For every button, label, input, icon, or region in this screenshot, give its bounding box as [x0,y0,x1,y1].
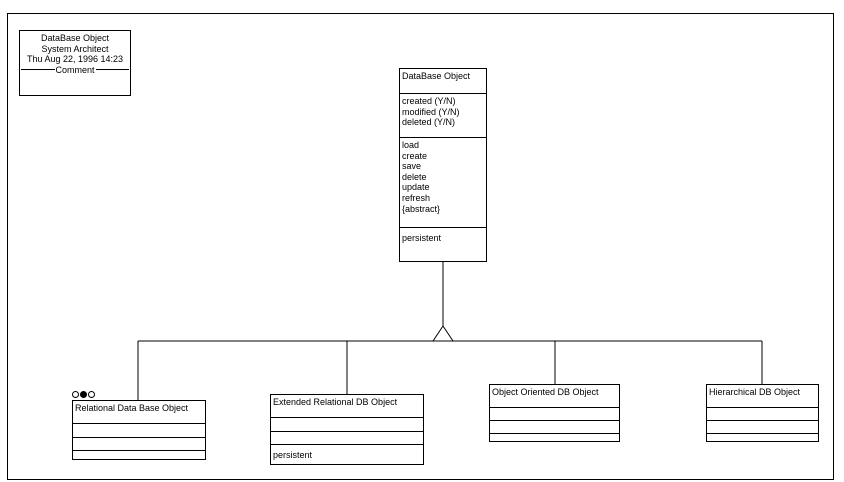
operations-section [271,431,423,444]
attributes-section [73,423,205,437]
class-name: Relational Data Base Object [75,403,189,413]
properties-section [707,433,818,445]
property: persistent [402,233,442,243]
attribute: modified (Y/N) [402,106,460,117]
attribute: deleted (Y/N) [402,117,456,128]
class-object-oriented-db-object[interactable]: Object Oriented DB Object [489,384,620,442]
filled-circle-icon [80,391,87,398]
diagram-info-box: DataBase Object System Architect Thu Aug… [19,30,131,96]
empty-circle-icon [88,391,95,398]
class-name: Extended Relational DB Object [273,397,398,407]
operation: save [402,161,422,172]
diagram-timestamp: Thu Aug 22, 1996 14:23 [26,54,124,64]
attributes-section: created (Y/N) modified (Y/N) deleted (Y/… [400,93,486,137]
empty-circle-icon [72,391,79,398]
attributes-section [707,407,818,420]
class-name: Hierarchical DB Object [709,387,801,397]
operations-section [707,420,818,433]
operation: {abstract} [402,203,441,214]
class-relational-data-base-object[interactable]: Relational Data Base Object [72,400,206,460]
comment-divider: Comment [20,65,130,76]
properties-section: persistent [400,227,486,265]
multiplicity-indicator [72,391,95,398]
operation: create [402,150,428,161]
properties-section [490,433,619,445]
operation: load [402,140,420,150]
operations-section: load create save delete update refresh {… [400,137,486,227]
class-database-object[interactable]: DataBase Object created (Y/N) modified (… [399,68,487,262]
class-name: DataBase Object [402,71,471,81]
class-extended-relational-db-object[interactable]: Extended Relational DB Object persistent [270,394,424,465]
operations-section [73,437,205,450]
comment-label: Comment [55,64,95,75]
attributes-section [271,417,423,431]
operation: delete [402,171,427,182]
operation: update [402,182,430,193]
operation: refresh [402,192,431,203]
properties-section [73,450,205,463]
class-hierarchical-db-object[interactable]: Hierarchical DB Object [706,384,819,442]
class-name: Object Oriented DB Object [492,387,599,397]
diagram-title: DataBase Object [40,33,110,43]
diagram-author: System Architect [41,43,109,54]
inheritance-triangle [432,325,454,342]
attributes-section [490,407,619,420]
attribute: created (Y/N) [402,96,456,106]
property: persistent [273,450,313,460]
properties-section: persistent [271,444,423,468]
operations-section [490,420,619,433]
